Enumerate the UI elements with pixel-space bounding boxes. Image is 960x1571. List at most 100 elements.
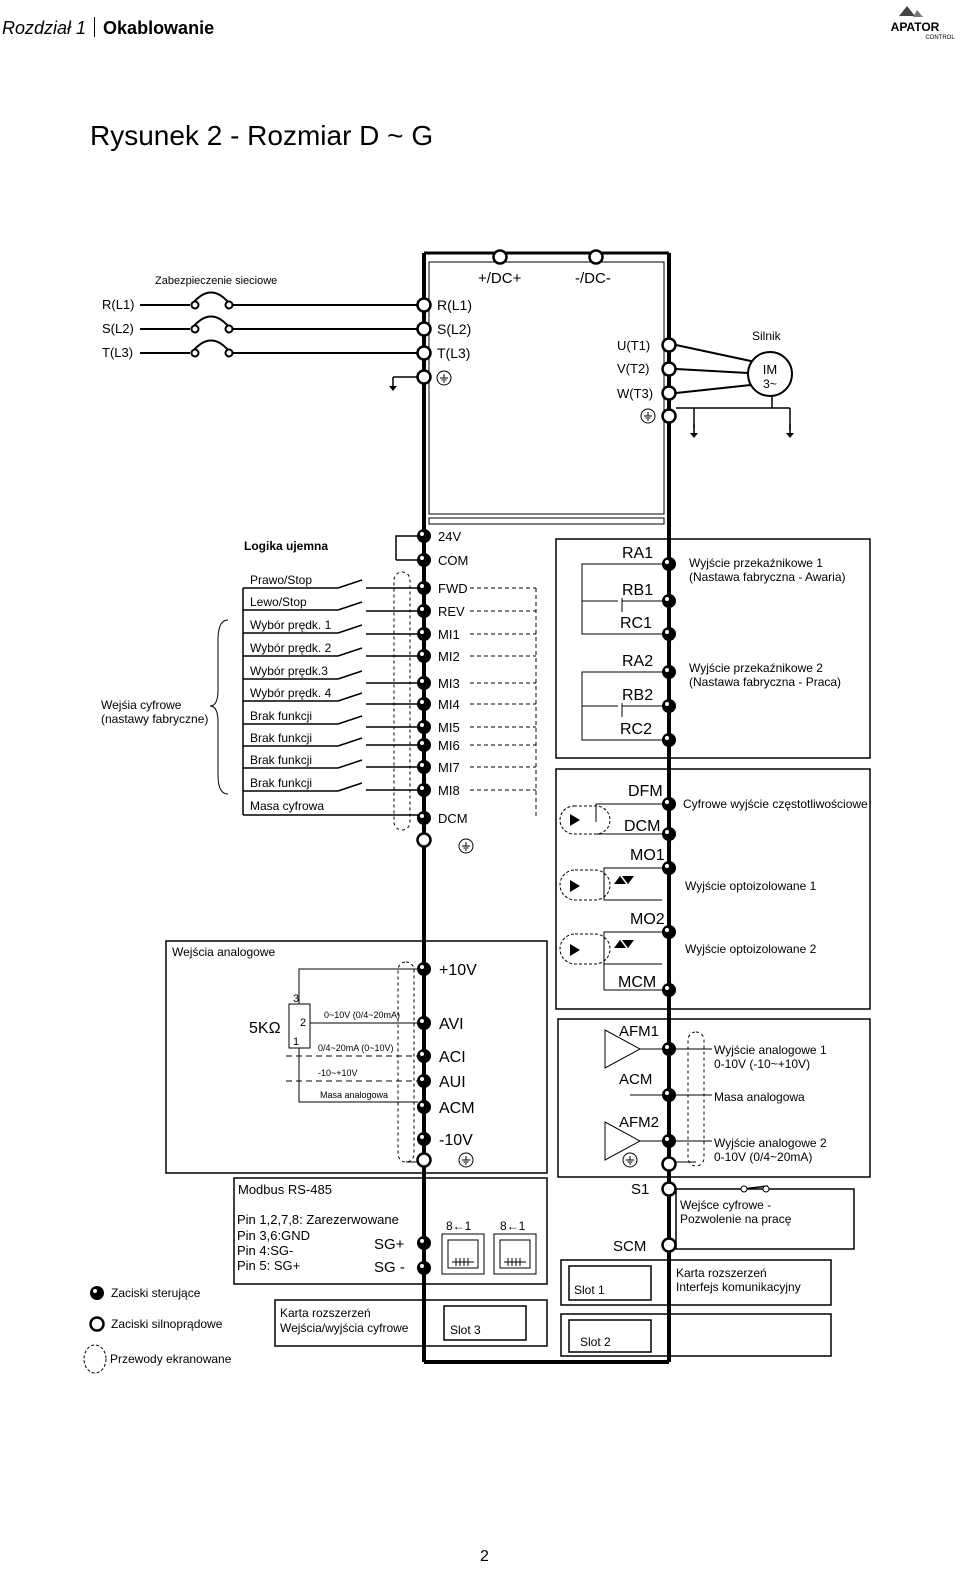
terminal-label-mi1: MI1 [438, 627, 460, 642]
terminal-ai-3 [417, 1074, 431, 1088]
legend-power-terminals: Zaciski silnoprądowe [111, 1317, 223, 1331]
relay1-desc-1: Wyjście przekaźnikowe 1 [689, 556, 823, 570]
legend: Zaciski sterujące Zaciski silnoprądowe P… [83, 1286, 232, 1374]
logic-label: Logika ujemna [244, 539, 328, 553]
logo-text: APATOR [891, 20, 940, 34]
terminal-mi4 [417, 697, 431, 711]
terminal-ao-0 [662, 1042, 676, 1056]
terminal-mi8 [417, 783, 431, 797]
terminal-mi5 [417, 720, 431, 734]
line-input-r: R(L1) [102, 297, 135, 312]
terminal-ra1 [662, 557, 676, 571]
legend-control-terminals: Zaciski sterujące [111, 1286, 201, 1300]
comm-card-2: Interfejs komunikacyjny [676, 1280, 801, 1294]
slot3-label: Slot 3 [450, 1323, 481, 1337]
page-number: 2 [480, 1548, 489, 1565]
terminal-label-rb2: RB2 [622, 687, 653, 704]
terminal-label-mi7: MI7 [438, 760, 460, 775]
line-input-t: T(L3) [102, 345, 133, 360]
terminal-ai-4 [417, 1100, 431, 1114]
terminal-label-mcm-4: MCM [618, 974, 656, 991]
modbus-pin-4: Pin 5: SG+ [237, 1258, 300, 1273]
terminal-label-com: COM [438, 553, 468, 568]
digital-function-1: Prawo/Stop [250, 573, 312, 587]
output-v: V(T2) [617, 361, 650, 376]
terminal-mi2 [417, 649, 431, 663]
terminal-label-ao-1: ACM [619, 1071, 652, 1088]
terminal-label-rc1: RC1 [620, 615, 652, 632]
expansion-slots: Slot 1 Karta rozszerzeń Interfejs komuni… [274, 1259, 832, 1357]
apator-logo: APATOR CONTROL [891, 6, 955, 41]
terminal-label-mi6: MI6 [438, 738, 460, 753]
terminal-label-mi8: MI8 [438, 783, 460, 798]
terminal-dfm-0 [662, 797, 676, 811]
terminal-label-ao-2: AFM2 [619, 1114, 659, 1131]
terminal-com [417, 553, 431, 567]
terminal-dcm [417, 811, 431, 825]
terminal-mi3 [417, 676, 431, 690]
terminal-label-ai-3: AUI [439, 1074, 466, 1091]
chapter-label: Rozdział 1 [2, 18, 87, 38]
legend-shielded-wires: Przewody ekranowane [110, 1352, 232, 1366]
terminal-mcm-4 [662, 983, 676, 997]
sg-minus-label: SG - [374, 1259, 405, 1276]
terminal-label-rb1: RB1 [622, 582, 653, 599]
terminal-rc1 [662, 627, 676, 641]
digital-function-7: Brak funkcji [250, 709, 312, 723]
mains-input: Zabezpieczenie sieciowe R(L1) S(L2) T(L3… [102, 275, 472, 392]
dfm-desc: Cyfrowe wyjście częstotliwościowe [683, 797, 868, 811]
acm-desc: Masa analogowa [714, 1090, 805, 1104]
pot-pin-3: 3 [293, 993, 299, 1005]
figure-title: Rysunek 2 - Rozmiar D ~ G [90, 120, 434, 151]
terminal-rc2 [662, 733, 676, 747]
relay1-desc-2: (Nastawa fabryczna - Awaria) [689, 570, 846, 584]
fuse-label: Zabezpieczenie sieciowe [155, 275, 277, 287]
terminal-rev [417, 604, 431, 618]
terminal-label-rev: REV [438, 604, 465, 619]
digital-group-label-1: Wejśia cyfrowe [101, 698, 182, 712]
afm2-desc-2: 0-10V (0/4~20mA) [714, 1150, 812, 1164]
terminal-rb1 [662, 594, 676, 608]
terminal-ai-2 [417, 1049, 431, 1063]
logo-mark-2 [913, 10, 923, 17]
digital-function-11: Masa cyfrowa [250, 799, 324, 813]
digital-function-2: Lewo/Stop [250, 595, 307, 609]
terminal-fwd [417, 581, 431, 595]
terminal-ai-0 [417, 962, 431, 976]
digital-function-3: Wybór prędk. 1 [250, 618, 332, 632]
analog-inputs: Wejścia analogowe 5KΩ 3 2 1 0~10V (0/4~2… [165, 940, 548, 1174]
terminal-mi6 [417, 738, 431, 752]
pot-label: 5KΩ [249, 1020, 281, 1037]
terminal-24v [417, 529, 431, 543]
terminal-label-ai-0: +10V [439, 962, 477, 979]
header-separator [94, 17, 96, 37]
terminal-label-rc2: RC2 [620, 721, 652, 738]
digital-function-4: Wybór prędk. 2 [250, 641, 332, 655]
terminal-label-ra2: RA2 [622, 653, 653, 670]
terminal-label-dcm: DCM [438, 811, 468, 826]
connector-1-label: 8←1 [446, 1219, 472, 1233]
safety-input: S1 SCM Wejśce cyfrowe - Pozwolenie na pr… [613, 1181, 855, 1255]
terminal-label-mi4: MI4 [438, 697, 460, 712]
line-input-s: S(L2) [102, 321, 134, 336]
output-u: U(T1) [617, 338, 650, 353]
motor-label: Silnik [752, 329, 782, 343]
terminal-rb2 [662, 699, 676, 713]
signal-aui: -10~+10V [318, 1068, 358, 1078]
terminal-label-ao-0: AFM1 [619, 1023, 659, 1040]
signal-avi: 0~10V (0/4~20mA) [324, 1010, 400, 1020]
digital-inputs: Logika ujemna Wejśia cyfrowe (nastawy fa… [101, 529, 537, 854]
motor-symbol [747, 351, 793, 397]
terminal-label-mi5: MI5 [438, 720, 460, 735]
modbus-pin-2: Pin 3,6:GND [237, 1228, 310, 1243]
digital-shield [393, 571, 411, 831]
comm-card-1: Karta rozszerzeń [676, 1266, 767, 1280]
terminal-label-mo1-2: MO1 [630, 847, 665, 864]
terminal-label-fwd: FWD [438, 581, 468, 596]
modbus-pin-1: Pin 1,2,7,8: Zarezerwowane [237, 1212, 399, 1227]
terminal-ai-1 [417, 1016, 431, 1030]
terminal-label-dcm-1: DCM [624, 818, 660, 835]
